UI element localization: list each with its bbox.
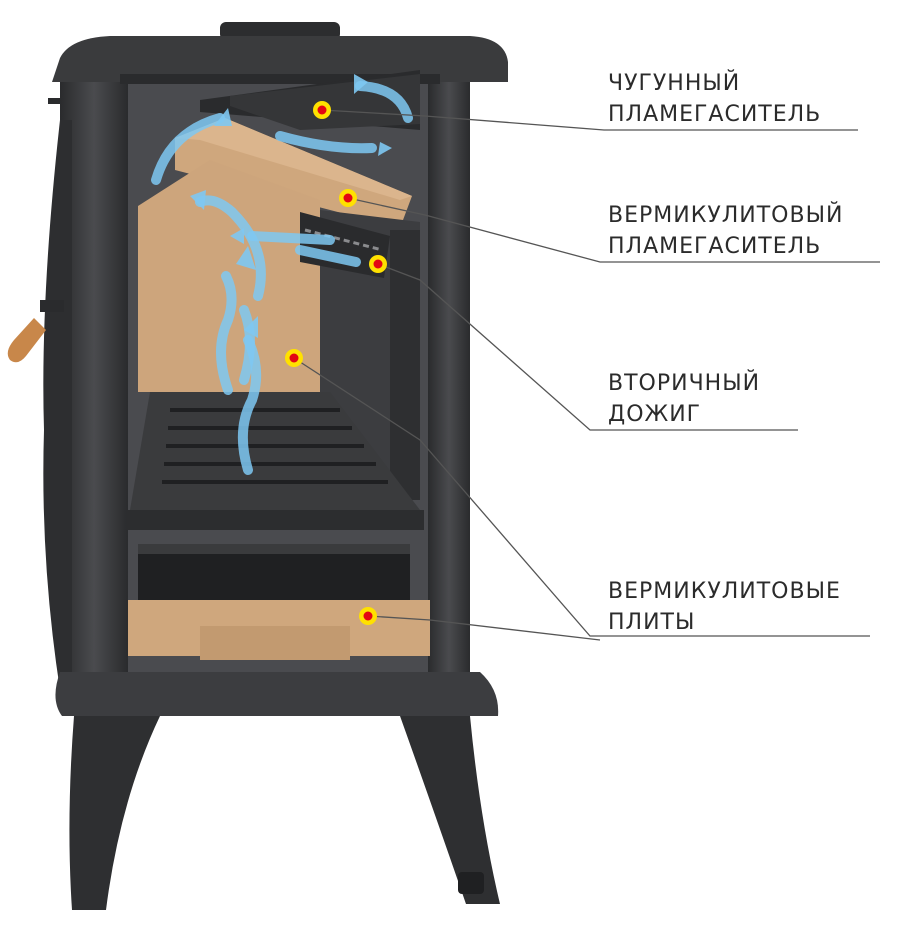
airflow-arrowheads — [190, 74, 392, 338]
label-line: ВТОРИЧНЫЙ — [608, 371, 761, 396]
airflow-arrows — [151, 81, 413, 475]
label-line: ПЛАМЕГАСИТЕЛЬ — [608, 234, 822, 259]
label-line: ЧУГУННЫЙ — [608, 71, 741, 96]
grate — [126, 392, 424, 530]
marker-vermiculite-flame-arrester — [339, 189, 357, 207]
label-secondary-combustion: ВТОРИЧНЫЙ ДОЖИГ — [608, 368, 760, 430]
ash-drawer — [138, 544, 410, 604]
label-vermiculite-flame-arrester: ВЕРМИКУЛИТОВЫЙ ПЛАМЕГАСИТЕЛЬ — [608, 200, 843, 262]
stove-top — [48, 22, 508, 104]
label-line: ДОЖИГ — [608, 402, 702, 427]
label-cast-iron-flame-arrester: ЧУГУННЫЙ ПЛАМЕГАСИТЕЛЬ — [608, 68, 821, 130]
marker-cast-iron-flame-arrester — [313, 101, 331, 119]
vermiculite-plates — [128, 600, 430, 660]
marker-secondary-combustion — [369, 255, 387, 273]
stove-base — [55, 672, 500, 910]
leader-lines — [293, 109, 880, 641]
label-line: ПЛАМЕГАСИТЕЛЬ — [608, 102, 822, 127]
marker-rear-wall — [285, 349, 303, 367]
side-liner — [320, 210, 420, 500]
marker-vermiculite-plates — [359, 607, 377, 625]
label-vermiculite-plates: ВЕРМИКУЛИТОВЫЕ ПЛИТЫ — [608, 576, 841, 638]
label-line: ВЕРМИКУЛИТОВЫЕ — [608, 579, 841, 604]
secondary-burn-tube — [300, 212, 390, 278]
label-line: ВЕРМИКУЛИТОВЫЙ — [608, 203, 844, 228]
label-line: ПЛИТЫ — [608, 610, 696, 635]
door-handle — [7, 300, 64, 363]
